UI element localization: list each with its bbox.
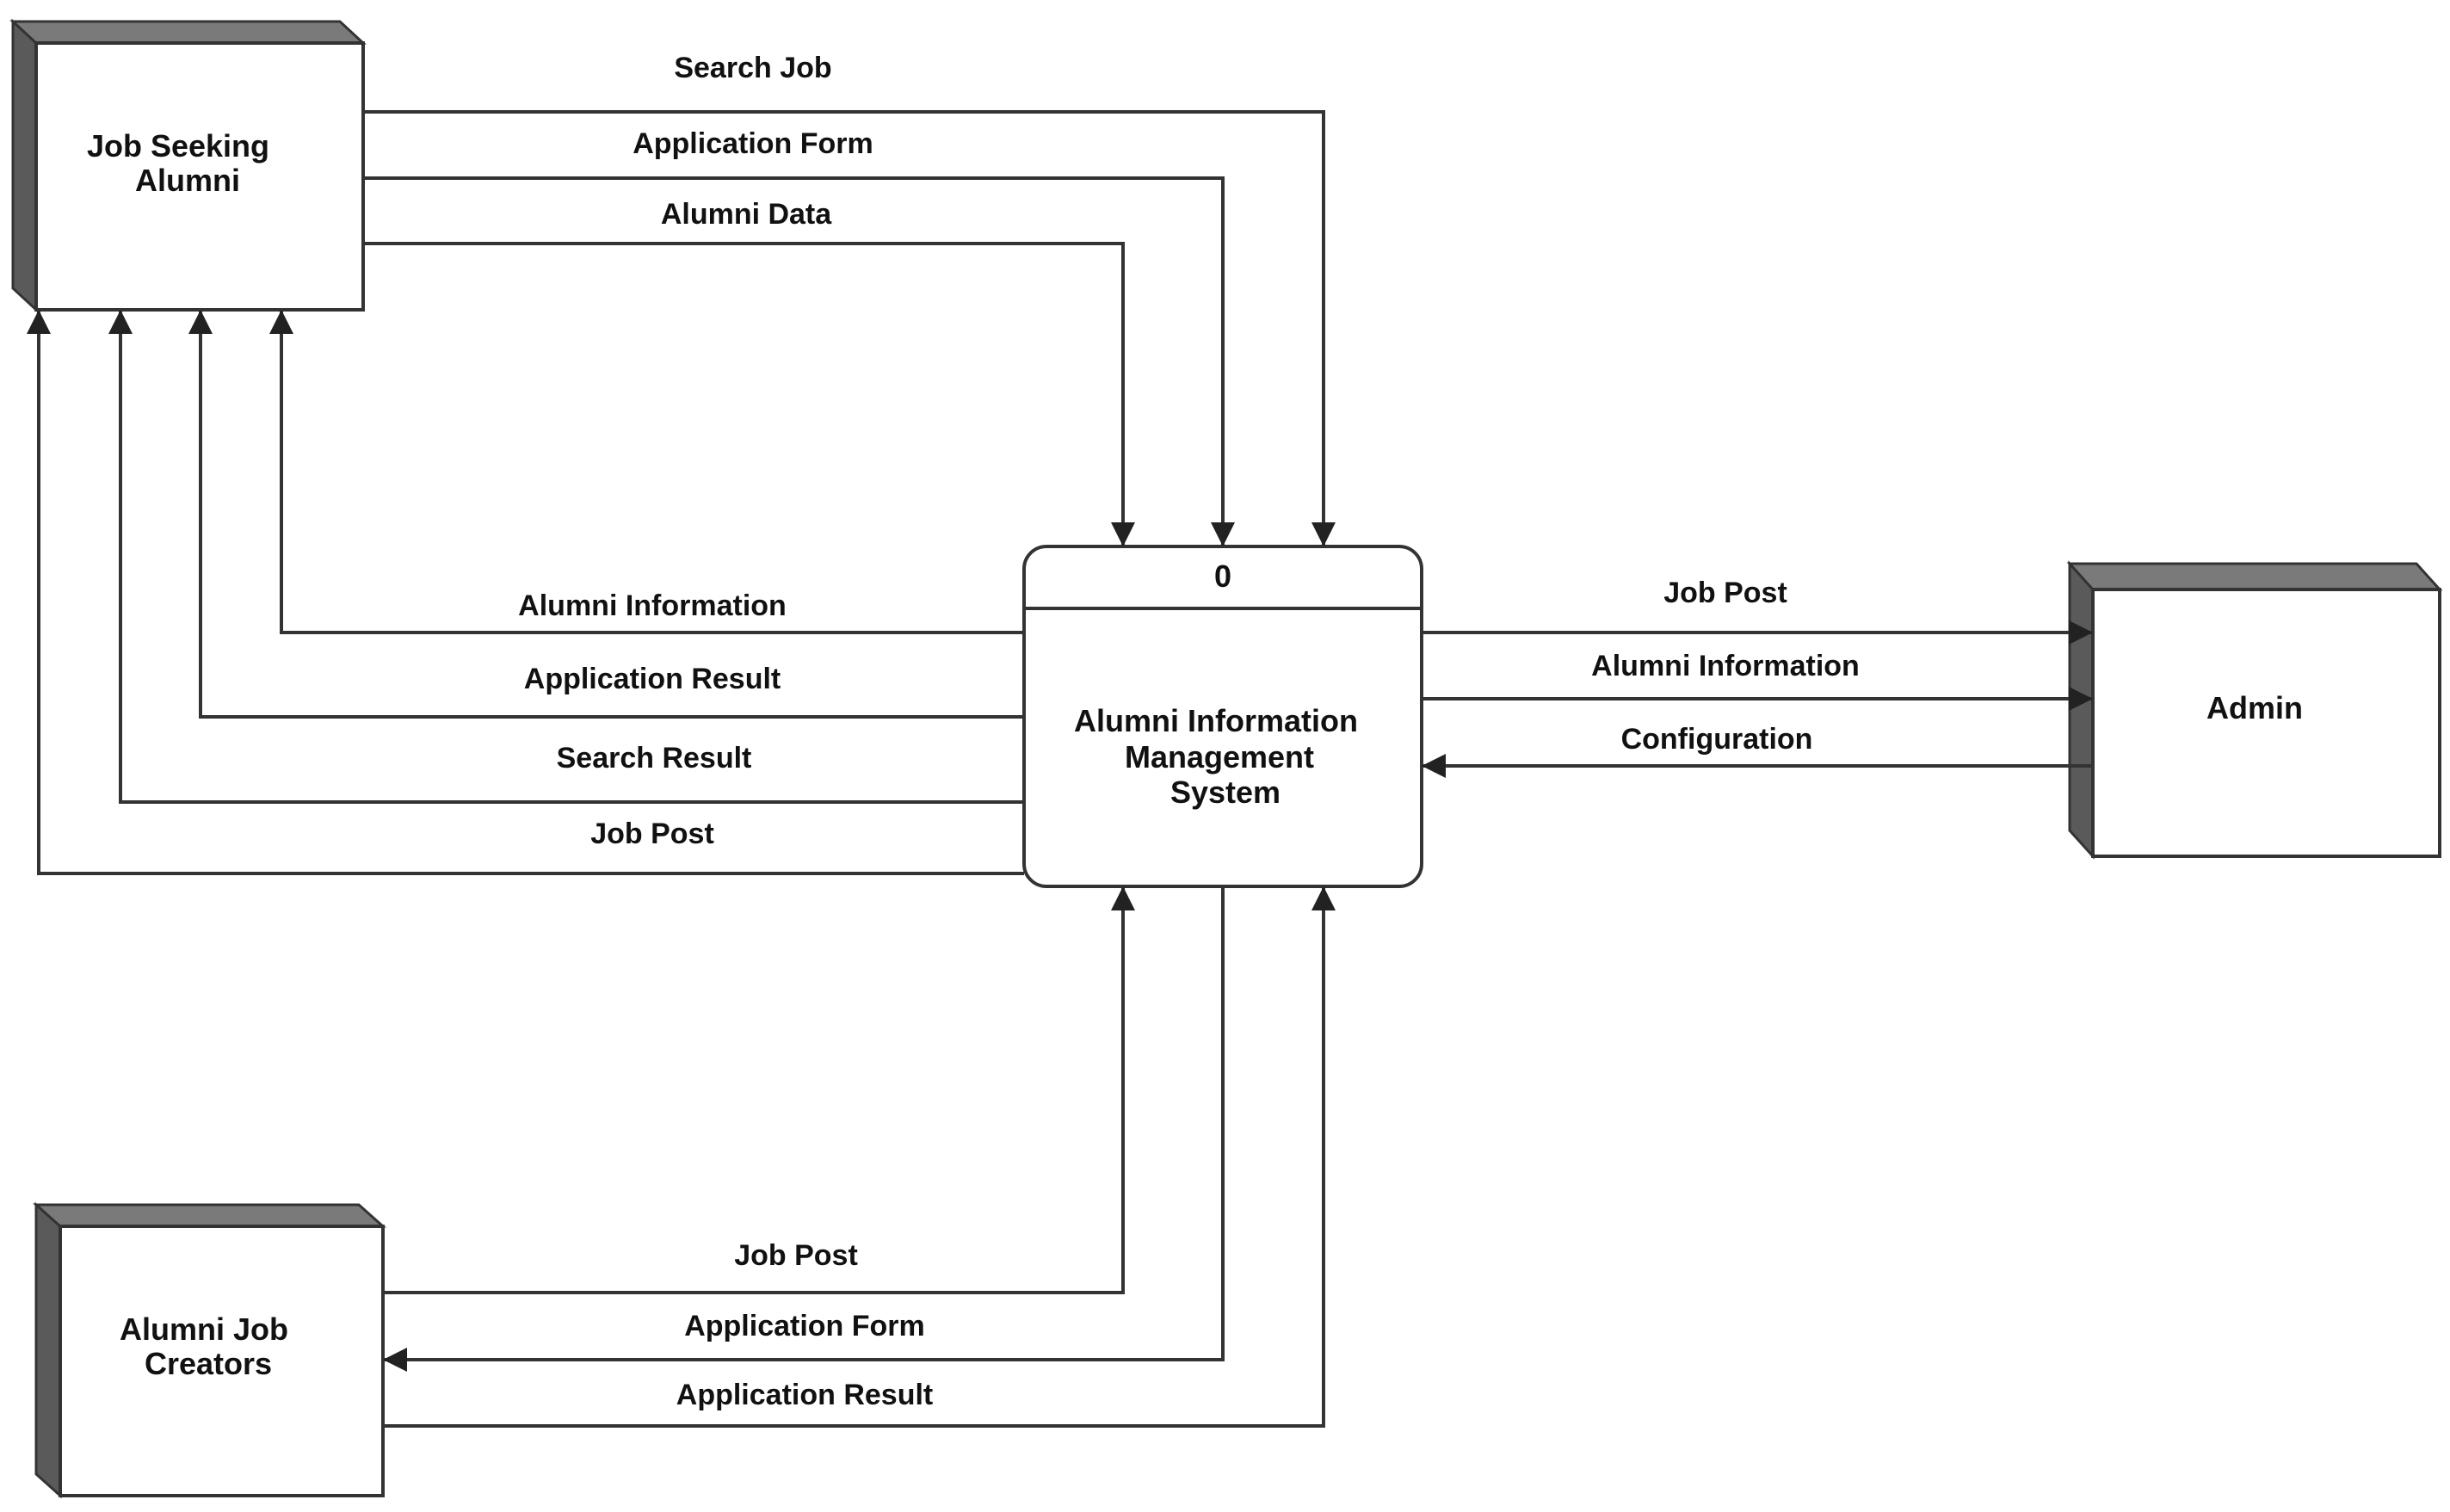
flow-label: Job Post [1663,577,1787,609]
entity-label-line: Job Seeking [87,128,269,164]
flow-application-form-top[interactable]: Application Form [363,127,1235,546]
entity-label: Job Seeking Alumni [87,128,278,198]
entity-label-line: Admin [2206,690,2303,725]
entity-label: Admin [2206,690,2303,725]
flow-label: Alumni Information [1591,650,1860,682]
flow-label: Configuration [1621,723,1813,756]
entity-alumni-job-creators[interactable]: Alumni Job Creators [33,1201,386,1499]
process-alumni-information-management-system[interactable]: 0 Alumni Information Management System [1022,545,1423,888]
process-number: 0 [1214,559,1231,594]
entity-label-line: Alumni [135,163,240,198]
flow-label: Application Form [633,127,873,160]
process-name: Alumni Information Management System [1074,703,1367,810]
flow-label: Alumni Data [661,198,832,231]
flow-application-result-bottom[interactable]: Application Result [383,886,1336,1428]
process-name-line: System [1170,775,1281,810]
entity-admin[interactable]: Admin [2066,560,2443,860]
flow-alumni-information-admin[interactable]: Alumni Information [1422,650,2093,711]
flow-search-result[interactable]: Search Result [108,310,1024,804]
flow-label: Search Job [674,52,831,84]
flow-alumni-data[interactable]: Alumni Data [363,198,1135,546]
process-name-line: Alumni Information [1074,703,1358,738]
flow-configuration[interactable]: Configuration [1422,723,2093,778]
flow-label: Job Post [734,1239,858,1272]
flow-label: Application Result [676,1379,933,1411]
flow-search-job[interactable]: Search Job [363,52,1336,546]
entity-label-line: Alumni Job [120,1311,288,1347]
flow-label: Alumni Information [518,589,787,622]
flow-alumni-information-left[interactable]: Alumni Information [269,310,1024,634]
flow-application-result-left[interactable]: Application Result [188,310,1024,719]
flow-label: Application Result [524,663,781,695]
entity-label: Alumni Job Creators [120,1311,297,1381]
flow-label: Search Result [557,742,752,775]
flow-label: Job Post [590,818,714,850]
flow-job-post-admin[interactable]: Job Post [1422,577,2093,645]
process-name-line: Management [1125,739,1314,775]
entity-job-seeking-alumni[interactable]: Job Seeking Alumni [9,18,367,313]
flow-application-form-bottom[interactable]: Application Form [383,886,1225,1372]
flow-label: Application Form [684,1310,925,1342]
flow-job-post-left[interactable]: Job Post [27,310,1024,875]
entity-label-line: Creators [145,1346,272,1381]
flow-job-post-bottom[interactable]: Job Post [383,886,1135,1294]
